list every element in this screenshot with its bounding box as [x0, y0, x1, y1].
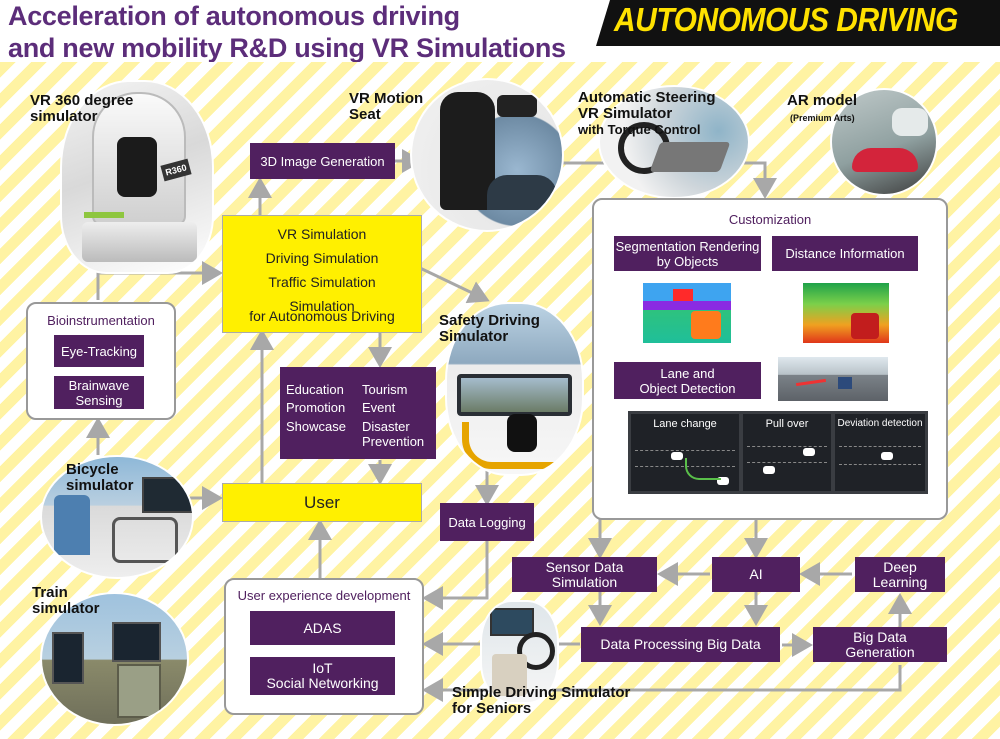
bicycle-simulator-image — [40, 455, 194, 579]
image-generation-box: 3D Image Generation — [250, 143, 395, 179]
big-data-generation-box: Big Data Generation — [813, 627, 947, 662]
detection-strip: Lane change Pull over Deviation detectio… — [628, 411, 928, 494]
ar-model-sublabel: (Premium Arts) — [790, 113, 855, 123]
tourism-label: Tourism — [362, 382, 408, 397]
driving-simulation-label: Driving Simulation — [265, 250, 379, 266]
traffic-simulation-label: Traffic Simulation — [268, 274, 376, 290]
deep-learning-box: Deep Learning — [855, 557, 945, 592]
motion-seat-label: VR Motion Seat — [349, 90, 424, 123]
pull-over-label: Pull over — [765, 418, 809, 430]
data-logging-box: Data Logging — [440, 503, 534, 541]
deviation-label: Deviation detection — [837, 418, 923, 429]
showcase-label: Showcase — [286, 419, 346, 434]
adas-box: ADAS — [250, 611, 395, 645]
senior-simulator-image — [480, 600, 559, 704]
segmentation-thumbnail — [643, 283, 731, 343]
simulation-label: Simulation — [289, 298, 355, 314]
lane-change-label: Lane change — [653, 418, 717, 430]
lane-change-panel: Lane change — [631, 414, 739, 491]
lane-detection-thumbnail — [778, 357, 888, 401]
pull-over-panel: Pull over — [743, 414, 831, 491]
distance-thumbnail — [803, 283, 889, 343]
safety-simulator-image — [445, 302, 584, 476]
arrow-gen-to-ux — [422, 665, 902, 702]
user-label: User — [304, 493, 340, 512]
steering-label: Automatic Steering VR Simulator — [578, 89, 716, 122]
vr360-label: VR 360 degree simulator — [30, 92, 134, 125]
steering-sublabel: with Torque Control — [578, 122, 701, 137]
lane-object-detection-box: Lane and Object Detection — [614, 362, 761, 399]
vr360-simulator-image: R360 — [60, 80, 214, 274]
safety-label: Safety Driving Simulator — [439, 312, 540, 345]
vr-simulation-box: VR Simulation Driving Simulation Traffic… — [222, 215, 422, 333]
arrow-logging-to-ux — [422, 541, 489, 610]
ar-model-image — [830, 88, 938, 196]
brainwave-sensing-box: Brainwave Sensing — [54, 376, 144, 409]
disaster-label: Disaster — [362, 419, 410, 434]
iot-box: IoT Social Networking — [250, 657, 395, 695]
motion-seat-image — [410, 78, 564, 232]
education-box: Education Tourism Promotion Event Showca… — [280, 367, 436, 459]
bicycle-label: Bicycle simulator — [66, 461, 134, 494]
promotion-label: Promotion — [286, 400, 346, 415]
train-label: Train simulator — [32, 584, 100, 617]
deviation-panel: Deviation detection — [835, 414, 925, 491]
section-badge-label: AUTONOMOUS DRIVING — [614, 2, 958, 39]
bioinstrumentation-title: Bioinstrumentation — [47, 313, 155, 328]
user-box: User — [222, 483, 422, 522]
distance-info-box: Distance Information — [772, 236, 918, 271]
prevention-label: Prevention — [362, 434, 425, 449]
train-simulator-image — [40, 592, 189, 726]
eye-tracking-box: Eye-Tracking — [54, 335, 144, 367]
segmentation-box: Segmentation Rendering by Objects — [614, 236, 761, 271]
ar-model-label: AR model — [787, 92, 858, 109]
data-processing-box: Data Processing Big Data — [581, 627, 780, 662]
page-title: Acceleration of autonomous driving and n… — [8, 1, 566, 63]
sensor-data-box: Sensor Data Simulation — [512, 557, 657, 592]
section-badge: AUTONOMOUS DRIVING — [596, 0, 1000, 46]
vr-simulation-title: VR Simulation — [277, 226, 367, 242]
autonomous-driving-label: for Autonomous Driving — [249, 308, 395, 324]
seniors-label: Simple Driving Simulator for Seniors — [452, 684, 631, 717]
steering-simulator-image — [598, 85, 750, 199]
arrow-bio-to-vrsim — [96, 261, 223, 300]
customization-title: Customization — [728, 212, 812, 227]
event-label: Event — [362, 400, 396, 415]
arrow-vrsim-to-safety — [419, 266, 490, 304]
education-label: Education — [286, 382, 344, 397]
ux-development-title: User experience development — [237, 588, 411, 603]
ai-box: AI — [712, 557, 800, 592]
